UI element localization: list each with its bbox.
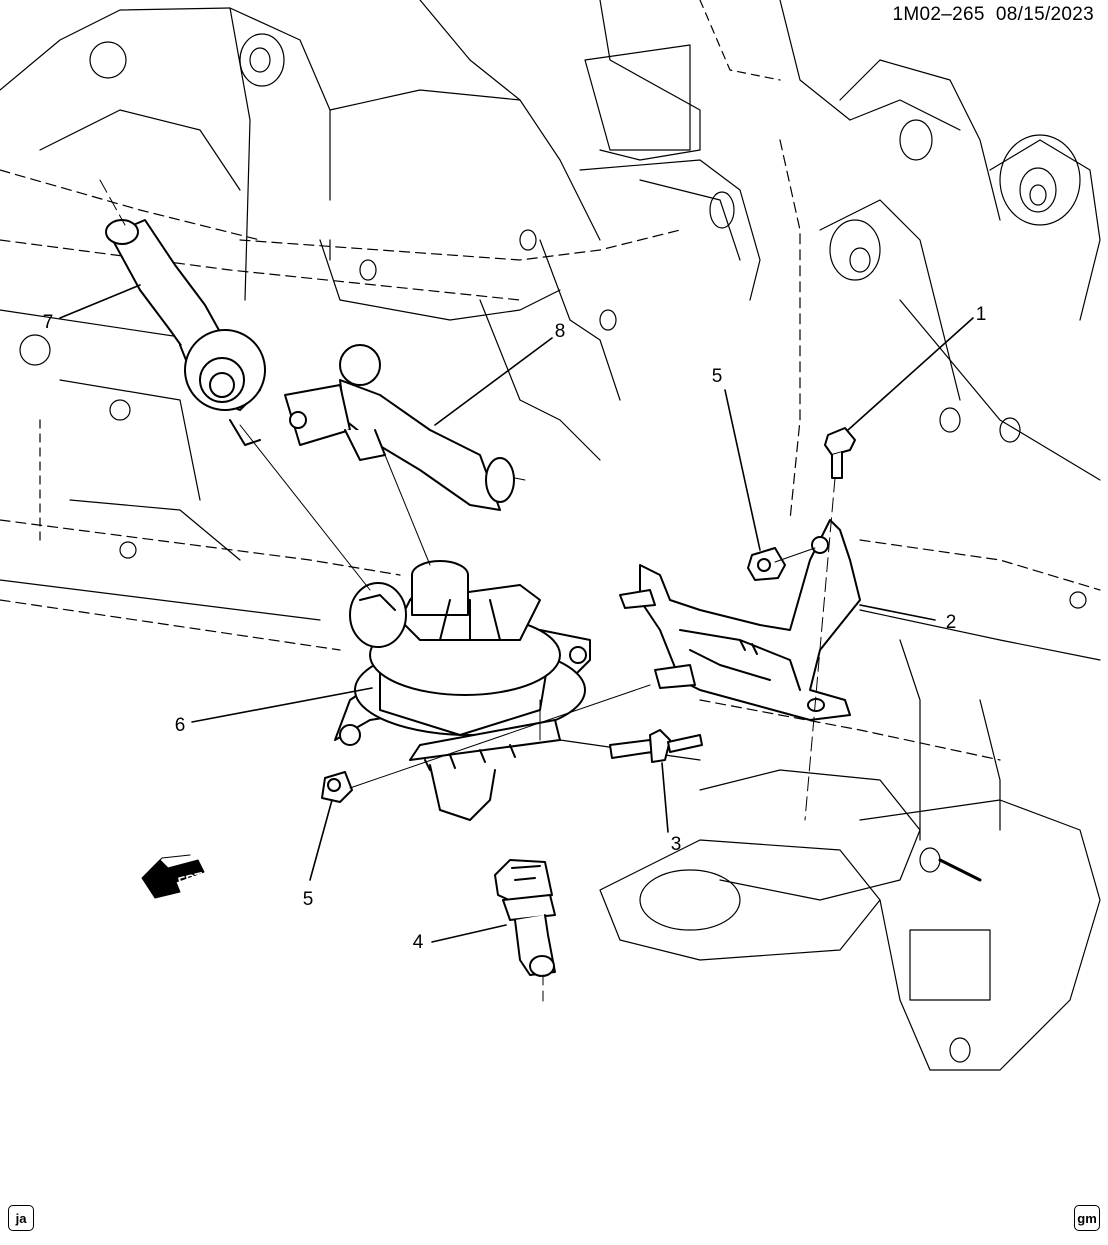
- callout-8: 8: [555, 321, 566, 342]
- background-chassis: [0, 0, 1101, 1071]
- callout-4: 4: [413, 932, 424, 953]
- bracket-bolt: [824, 427, 856, 479]
- leader-5a: [724, 389, 761, 551]
- gm-logo-badge: gm: [1074, 1205, 1100, 1231]
- pump-bracket: [619, 519, 861, 721]
- leader-4: [431, 924, 507, 943]
- callout-6: 6: [175, 715, 186, 736]
- leader-1: [847, 317, 974, 431]
- pump-nuts: [321, 547, 786, 803]
- leader-2: [859, 604, 936, 621]
- language-badge: ja: [8, 1205, 34, 1231]
- leader-5b: [309, 799, 333, 881]
- front-direction-arrow: FRT: [141, 854, 205, 899]
- callout-1: 1: [976, 304, 987, 325]
- callout-5a: 5: [712, 366, 723, 387]
- auxiliary-coolant-pump: [334, 560, 591, 821]
- coolant-hose-outlet: [284, 344, 515, 511]
- callout-5b: 5: [303, 889, 314, 910]
- leader-3: [661, 762, 669, 833]
- bracket-stud: [609, 729, 703, 763]
- diagram-code: 1M02–265: [892, 4, 985, 25]
- callout-numbers: 1 2 3 4 5 5 6 7 8: [43, 304, 987, 953]
- coolant-hose-inlet: [494, 859, 556, 977]
- leader-8: [434, 337, 553, 426]
- leader-6: [191, 687, 373, 723]
- coolant-hose-upper: [105, 219, 266, 446]
- leader-7: [59, 284, 141, 319]
- callout-3: 3: [671, 834, 682, 855]
- callout-2: 2: [946, 612, 957, 633]
- diagram-date: 08/15/2023: [995, 4, 1094, 25]
- front-arrow-icon: [141, 859, 205, 899]
- callout-leaders: [59, 284, 974, 943]
- front-direction-label: FRT: [177, 869, 205, 890]
- diagram-code-date: 1M02–265 08/15/2023: [893, 4, 1094, 26]
- callout-7: 7: [43, 312, 54, 333]
- assembly-guide-lines: [99, 179, 836, 1006]
